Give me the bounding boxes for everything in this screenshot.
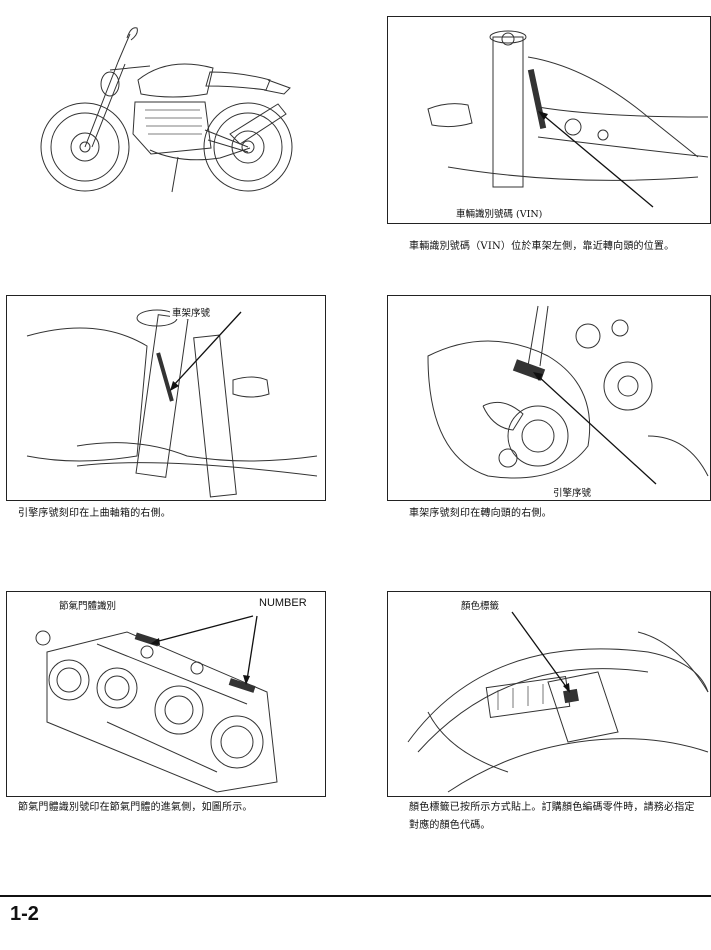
throttle-body-label: 節氣門體識別 <box>57 598 119 612</box>
color-label-label: 顏色標籤 <box>459 598 502 612</box>
engine-serial-figure: 引擎序號 <box>387 295 711 501</box>
color-label-figure: 顏色標籤 <box>387 591 711 797</box>
footer-rule <box>0 895 711 897</box>
engine-serial-caption: 車架序號刻印在轉向頭的右側。 <box>409 508 552 519</box>
frame-serial-caption: 引擎序號刻印在上曲軸箱的右側。 <box>18 508 171 519</box>
page-number: 1-2 <box>10 903 39 925</box>
engine-serial-label: 引擎序號 <box>551 485 594 499</box>
motorcycle-illustration <box>30 22 305 202</box>
color-label-caption-line1: 顏色標籤已按所示方式貼上。訂購顏色編碼零件時，請務必指定 <box>409 802 695 813</box>
color-label-caption-line2: 對應的顏色代碼。 <box>409 820 491 831</box>
frame-serial-figure: 車架序號 <box>6 295 326 501</box>
throttle-body-caption: 節氣門體識別號印在節氣門體的進氣側，如圖所示。 <box>18 802 253 813</box>
vin-label: 車輛識別號碼 (VIN) <box>454 206 545 220</box>
frame-serial-label: 車架序號 <box>170 305 213 319</box>
vin-figure: 車輛識別號碼 (VIN) <box>387 16 711 224</box>
throttle-body-figure: 節氣門體識別 NUMBER <box>6 591 326 797</box>
throttle-number-label: NUMBER <box>257 597 309 609</box>
vin-caption: 車輛識別號碼（VIN）位於車架左側，靠近轉向頭的位置。 <box>409 241 675 252</box>
